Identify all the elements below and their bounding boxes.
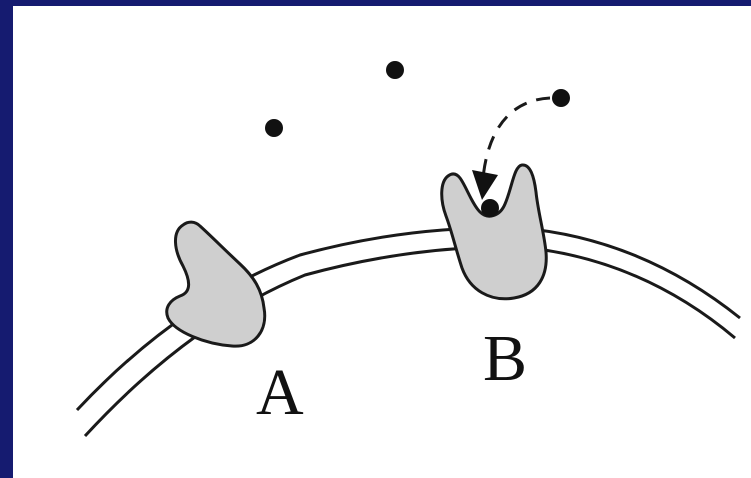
ligand-molecule-left [265,119,283,137]
receptor-a-shape [165,220,267,348]
slide-top-border [0,0,751,6]
binding-arrow-head [472,170,498,200]
receptor-b-shape [440,163,548,301]
binding-arrow [481,96,551,179]
slide-left-border [0,0,13,478]
ligand-molecule-top [386,61,404,79]
ligand-molecule-right [552,89,570,107]
ligand-molecule-bound [481,199,499,217]
receptor-b-label: B [483,322,527,395]
receptor-a-label: A [256,356,304,429]
membrane-inner-line [83,245,736,438]
